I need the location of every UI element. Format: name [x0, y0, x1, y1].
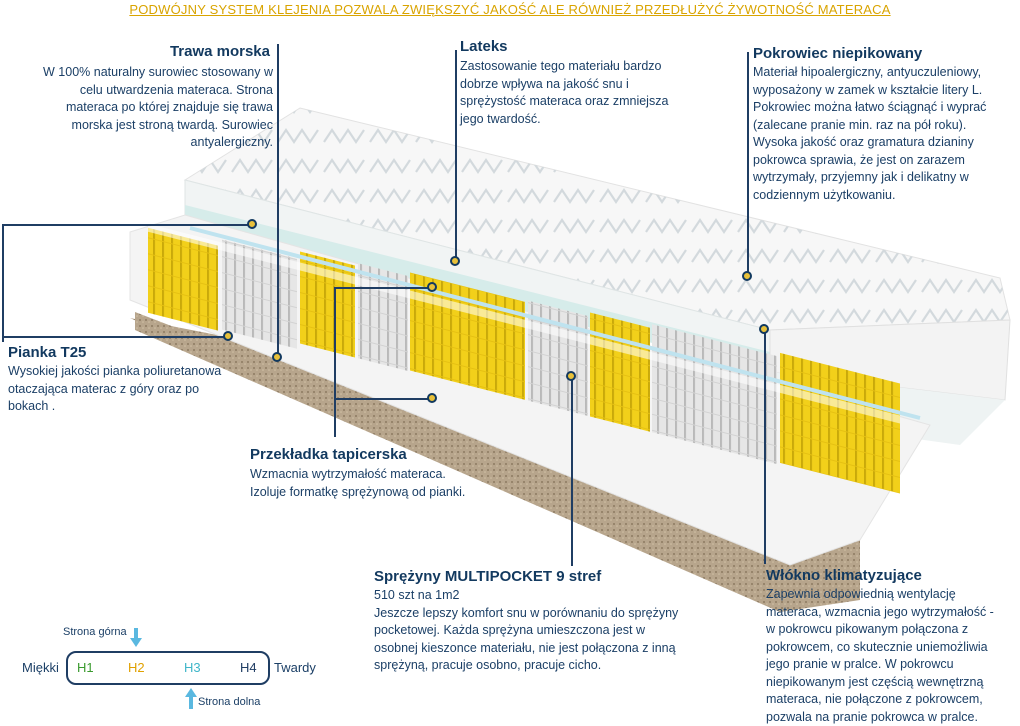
line-przekladka-h1	[334, 287, 432, 289]
wlokno-text: Zapewnia odpowiednią wentylację materaca…	[766, 587, 994, 724]
pokrowiec-text: Materiał hipoalergiczny, antyuczuleniowy…	[753, 65, 987, 202]
marker-dot-sprezyny	[566, 371, 576, 381]
lateks-title: Lateks	[460, 38, 508, 55]
line-lateks-v	[455, 50, 457, 260]
przekladka-text: Wzmacnia wytrzymałość materaca. Izoluje …	[250, 467, 466, 499]
line-przekladka-v	[334, 287, 336, 437]
marker-dot-pianka-side	[223, 331, 233, 341]
wlokno-title: Włókno klimatyzujące	[766, 567, 922, 584]
line-sprezyny-v	[571, 376, 573, 566]
marker-dot-przekladka-bottom	[427, 393, 437, 403]
arrow-up-icon	[185, 688, 197, 709]
line-przekladka-h2	[334, 398, 432, 400]
line-pianka-v	[2, 224, 4, 342]
line-pianka-h1	[2, 224, 252, 226]
line-trawa-v	[277, 44, 279, 358]
top-banner: PODWÓJNY SYSTEM KLEJENIA POZWALA ZWIĘKSZ…	[129, 2, 891, 17]
soft-label: Miękki	[22, 660, 59, 675]
line-pianka-h2	[2, 336, 228, 338]
firmness-h2: H2	[128, 660, 145, 675]
line-wlokno-v	[764, 330, 766, 564]
marker-dot-przekladka-top	[427, 282, 437, 292]
firmness-h3: H3	[184, 660, 201, 675]
arrow-down-icon	[130, 628, 142, 647]
marker-dot-pianka-top	[247, 219, 257, 229]
marker-dot-pokrowiec	[742, 271, 752, 281]
pianka-text: Wysokiej jakości pianka poliuretanowa ot…	[8, 364, 222, 413]
przekladka-title: Przekładka tapicerska	[250, 446, 407, 463]
hard-label: Twardy	[274, 660, 316, 675]
pianka-title: Pianka T25	[8, 344, 87, 361]
firmness-h1: H1	[77, 660, 94, 675]
sprezyny-text: 510 szt na 1m2 Jeszcze lepszy komfort sn…	[374, 588, 679, 672]
trawa-title: Trawa morska	[169, 43, 270, 60]
firmness-scale	[66, 651, 270, 685]
marker-dot-wlokno	[759, 324, 769, 334]
sprezyny-title: Sprężyny MULTIPOCKET 9 stref	[374, 568, 602, 585]
firmness-h4: H4	[240, 660, 257, 675]
marker-dot-trawa	[272, 352, 282, 362]
bottom-side-label: Strona dolna	[198, 696, 261, 708]
pokrowiec-title: Pokrowiec niepikowany	[753, 45, 923, 62]
line-pokrowiec-v	[747, 52, 749, 276]
trawa-text: W 100% naturalny surowiec stosowany w ce…	[43, 65, 273, 149]
lateks-text: Zastosowanie tego materiału bardzo dobrz…	[460, 59, 669, 126]
top-side-label: Strona górna	[63, 626, 127, 638]
marker-dot-lateks	[450, 256, 460, 266]
